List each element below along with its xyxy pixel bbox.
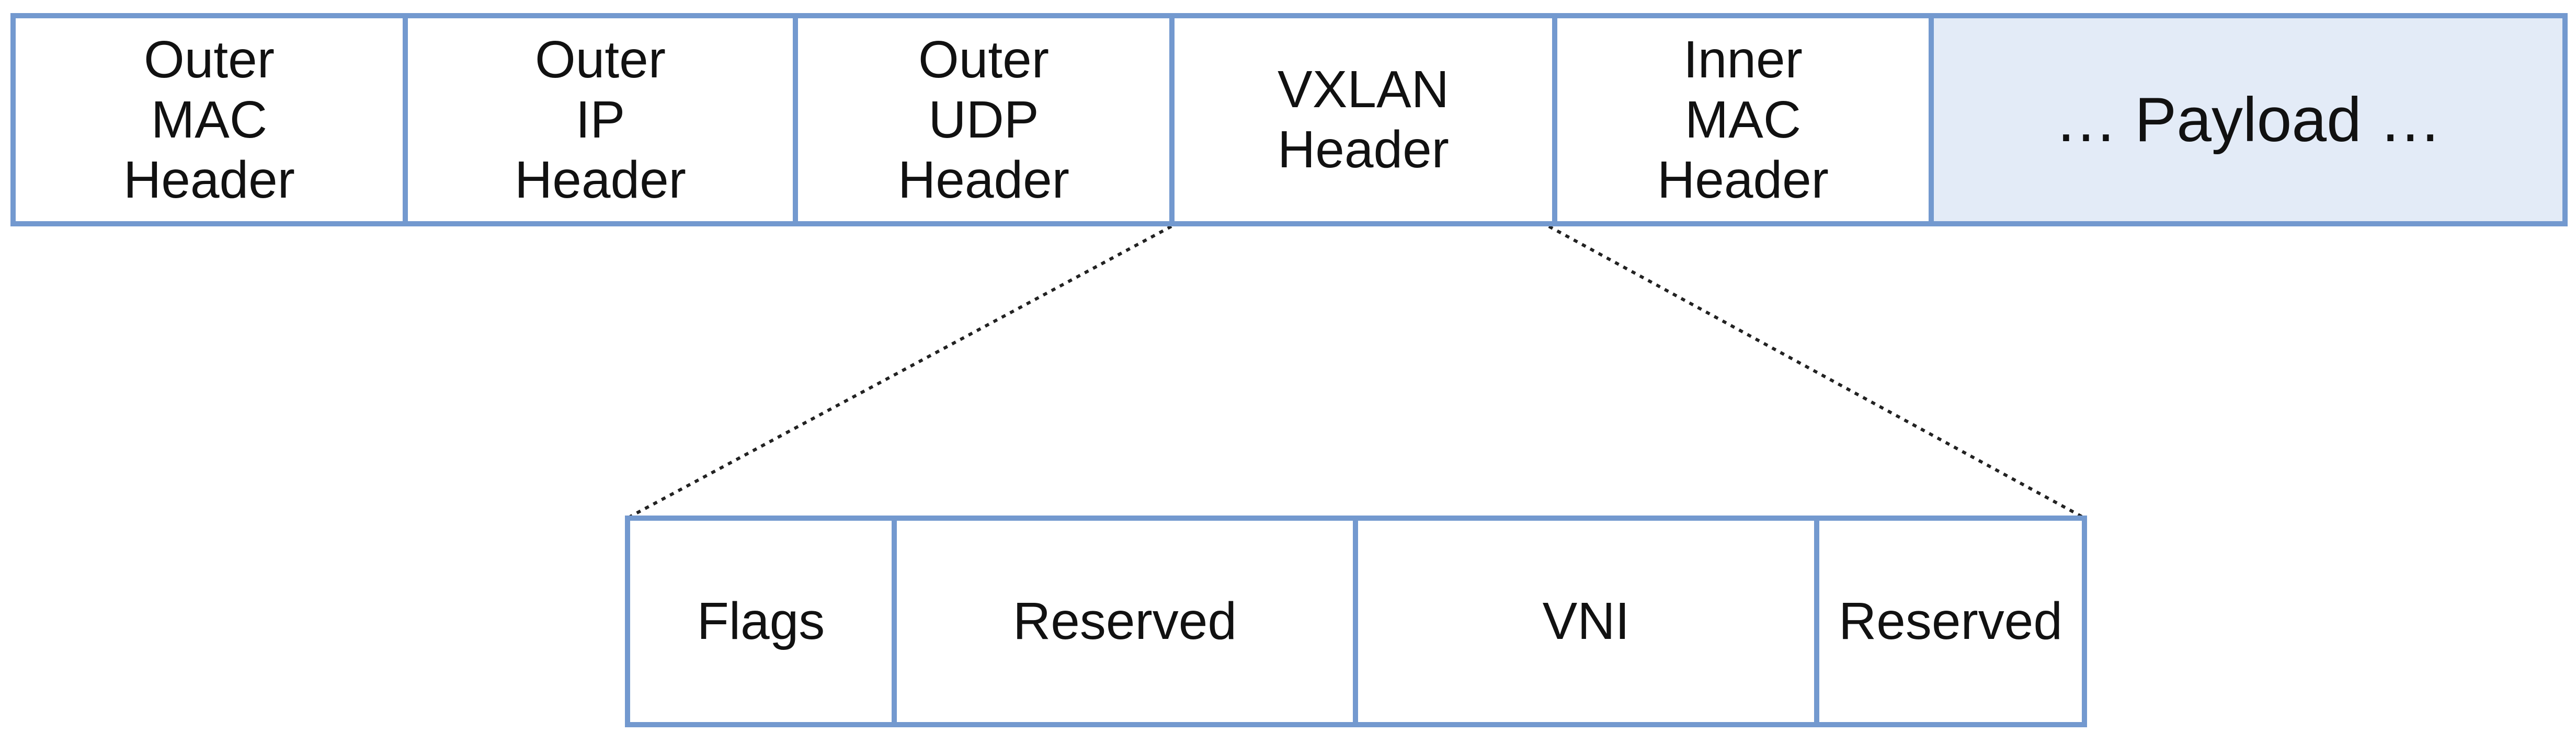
vxlan-reserved-field-1: Reserved [897,521,1358,722]
inner-mac-header-field: Inner MAC Header [1557,18,1934,221]
outer-udp-header-field: Outer UDP Header [798,18,1175,221]
outer-mac-header-field: Outer MAC Header [16,18,408,221]
vxlan-header-detail-row: Flags Reserved VNI Reserved [625,516,2087,727]
payload-field: … Payload … [1934,18,2562,221]
vxlan-header-field: VXLAN Header [1175,18,1557,221]
vxlan-vni-field: VNI [1358,521,1819,722]
zoom-line-left [629,225,1172,518]
vxlan-reserved-field-2: Reserved [1819,521,2082,722]
zoom-line-right [1548,225,2083,518]
outer-ip-header-field: Outer IP Header [408,18,798,221]
outer-packet-row: Outer MAC Header Outer IP Header Outer U… [10,13,2568,226]
vxlan-flags-field: Flags [630,521,897,722]
